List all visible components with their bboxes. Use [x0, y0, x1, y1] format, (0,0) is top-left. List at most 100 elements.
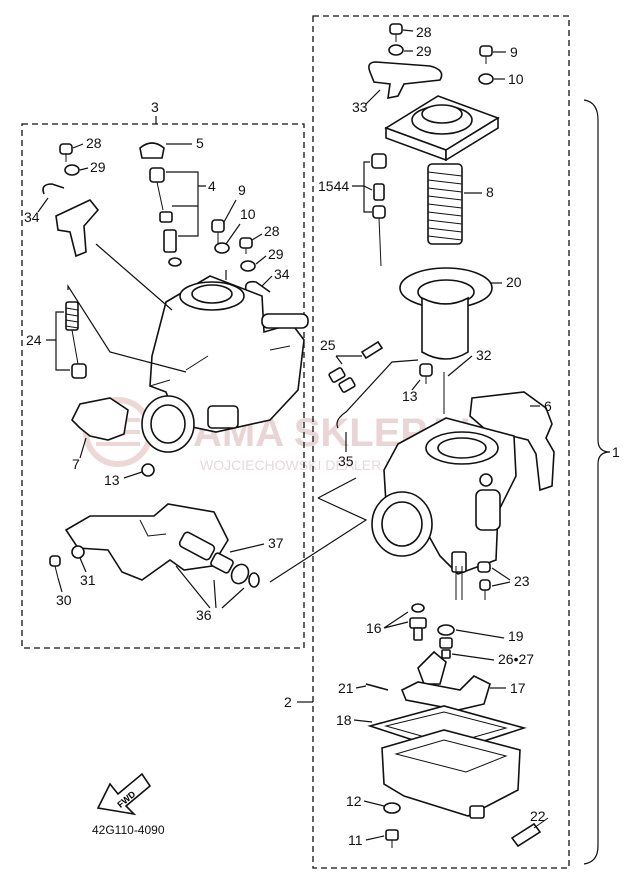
callout-20: 20 — [506, 274, 522, 290]
leader-29-mid — [255, 255, 267, 265]
jets-19-26-27 — [437, 624, 455, 659]
callout-8: 8 — [486, 184, 494, 200]
washer-12 — [383, 802, 401, 814]
callout-13-left: 13 — [104, 472, 120, 488]
clip-34-mid — [244, 280, 271, 293]
float-chamber — [381, 729, 521, 819]
leader-1544 — [352, 161, 373, 213]
jet-needle-set-1544 — [371, 153, 387, 267]
leader-28-mid — [251, 233, 263, 241]
callout-37: 37 — [268, 535, 284, 551]
callout-10-top: 10 — [508, 71, 524, 87]
callout-28-top: 28 — [416, 24, 432, 40]
screw-23 — [477, 561, 491, 600]
carburetor-body — [371, 417, 517, 600]
mounting-plate — [64, 503, 229, 581]
link-lines-to-bracket — [269, 477, 368, 583]
leader-11 — [365, 835, 385, 841]
link-line-spring-24 — [67, 283, 187, 373]
callout-34-left: 34 — [24, 209, 40, 225]
screw-set-4 — [149, 167, 182, 267]
callout-1544: 1544 — [318, 178, 349, 194]
callout-18: 18 — [336, 712, 352, 728]
callout-28-left: 28 — [86, 135, 102, 151]
screw-28-top — [389, 23, 403, 42]
washer-29-top — [388, 44, 404, 56]
leader-28-left — [72, 143, 84, 149]
callout-10-left: 10 — [240, 206, 256, 222]
float-17 — [400, 650, 491, 711]
screw-30 — [49, 555, 61, 579]
washer-10-top — [478, 73, 494, 85]
callout-29-left: 29 — [90, 159, 106, 175]
leader-36 — [175, 565, 245, 609]
washer-29-left — [64, 164, 80, 176]
callout-23: 23 — [514, 573, 530, 589]
screw-set-25 — [328, 340, 384, 393]
leader-30 — [57, 577, 63, 593]
leader-12 — [363, 800, 385, 807]
carburetor-left-assembly — [141, 275, 309, 453]
washer-10-left — [214, 242, 230, 254]
callout-21: 21 — [338, 680, 354, 696]
callout-25: 25 — [320, 337, 336, 353]
callout-29-mid: 29 — [268, 246, 284, 262]
screw-13-right — [419, 363, 433, 384]
screw-13-left — [141, 463, 155, 477]
jets-16 — [409, 603, 427, 641]
leader-18 — [353, 719, 373, 723]
clip-34-left — [42, 183, 65, 195]
throttle-stay-33 — [368, 61, 443, 100]
leader-13-right — [411, 379, 421, 391]
callout-4: 4 — [208, 178, 216, 194]
drawing-code: 42G110-4090 — [92, 823, 165, 837]
callout-34-mid: 34 — [274, 266, 290, 282]
leader-28-top — [402, 29, 414, 32]
callout-9-top: 9 — [510, 44, 518, 60]
callout-32: 32 — [476, 347, 492, 363]
leader-26-27 — [451, 653, 495, 661]
callout-7: 7 — [72, 456, 80, 472]
screw-9-left — [211, 219, 225, 244]
callout-9-left: 9 — [238, 182, 246, 198]
piston-spring-8 — [427, 163, 463, 245]
leader-31 — [79, 557, 87, 573]
leader-34-left — [37, 197, 49, 213]
leader-9-left — [223, 199, 237, 223]
callout-26-27: 26•27 — [498, 651, 534, 667]
assembly-1-bracket — [583, 99, 611, 865]
link-line-upper-left — [95, 243, 227, 311]
callout-17: 17 — [510, 680, 526, 696]
watermark-sub-text: WOJCIECHOWSKI DEALER YAMAHA — [200, 457, 444, 473]
leader-19 — [455, 629, 505, 639]
screw-28-left — [59, 143, 73, 162]
link-rod-35 — [336, 359, 419, 429]
drain-screw-11 — [385, 829, 399, 848]
float-pin-21 — [365, 683, 389, 691]
lever-7 — [71, 397, 129, 441]
bracket-group-3-boundary — [21, 123, 305, 649]
callout-30: 30 — [56, 592, 72, 608]
callout-16: 16 — [366, 620, 382, 636]
callout-11: 11 — [348, 832, 363, 848]
body-group-2-boundary — [312, 15, 570, 869]
callout-31: 31 — [80, 572, 96, 588]
leader-13-left — [123, 471, 143, 479]
leader-34-mid — [261, 275, 273, 287]
throttle-stay-left — [55, 199, 100, 258]
callout-12: 12 — [346, 793, 362, 809]
starter-plunger-37 — [178, 531, 260, 588]
callout-29-top: 29 — [416, 43, 432, 59]
leader-23 — [491, 567, 511, 587]
washer-29-mid — [240, 260, 256, 272]
leader-37 — [229, 543, 265, 553]
screw-28-mid — [239, 237, 253, 254]
leader-32 — [447, 355, 473, 377]
group-label-1: 1 — [612, 444, 620, 460]
callout-5: 5 — [196, 135, 204, 151]
diaphragm-piston-20 — [399, 267, 493, 360]
cap-5 — [139, 142, 165, 159]
callout-19: 19 — [508, 628, 524, 644]
leader-16 — [383, 611, 409, 629]
